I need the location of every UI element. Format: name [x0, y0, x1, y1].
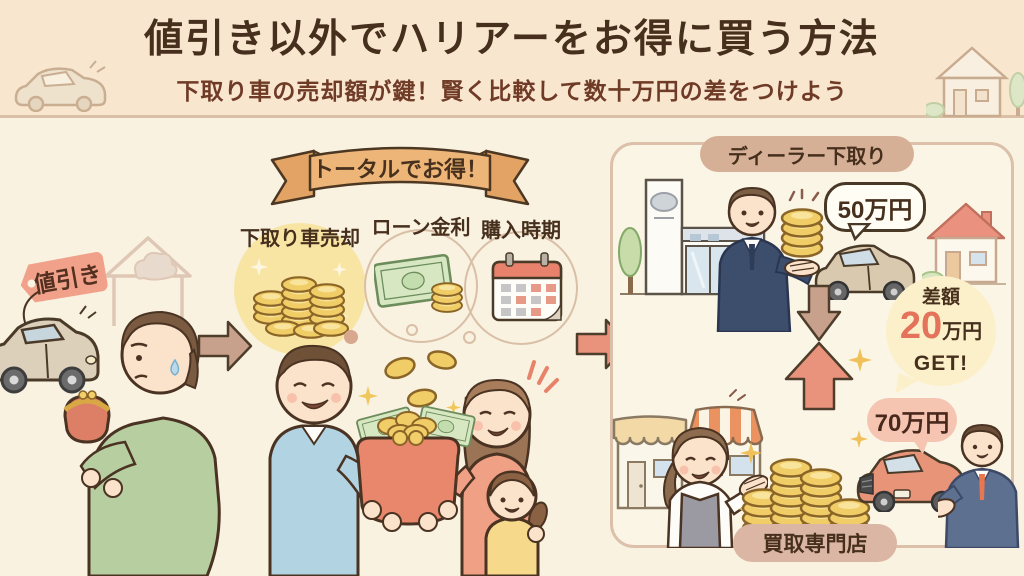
dealer-trade-in-label: ディーラー下取り [700, 136, 914, 172]
coin-stacks-icon [250, 258, 350, 339]
factor-label-timing: 購入時期 [481, 220, 561, 242]
background-house-outline [104, 236, 192, 326]
header-band [0, 0, 1024, 118]
buyback-shop-label: 買取専門店 [733, 524, 897, 562]
dealer-salesman-illustration [716, 186, 824, 332]
sparkle-icon [848, 348, 872, 372]
difference-label: 差額 [921, 286, 960, 308]
dealer-price-bubble: 50万円 [824, 182, 926, 232]
worried-man-illustration [63, 310, 221, 576]
dealer-price-bubble-tail [847, 223, 872, 241]
down-arrow-icon [796, 284, 842, 342]
thought-dot [344, 330, 358, 344]
thought-dot [463, 331, 476, 344]
calendar-icon [491, 252, 563, 322]
family-illustration [268, 344, 559, 576]
header-car-icon [14, 60, 107, 112]
buyback-salesman-illustration [938, 423, 1020, 548]
buyback-car-illustration [856, 449, 966, 512]
factor-label-trade-in: 下取り車売却 [240, 228, 360, 250]
difference-amount: 20 [899, 304, 943, 347]
factor-label-loan: ローン金利 [371, 217, 471, 239]
banknote-icon [374, 253, 463, 313]
factor-bubble-timing [464, 231, 578, 345]
difference-unit: 万円 [942, 320, 983, 343]
house-illustration [922, 202, 1006, 289]
difference-badge: 差額 20万円 GET! [886, 276, 996, 386]
total-banner-ribbon [270, 146, 530, 206]
page-subtitle: 下取り車の売却額が鍵！賢く比較して数十万円の差をつけよう [176, 78, 848, 104]
up-arrow-icon [784, 341, 854, 411]
shop-clerk-illustration [663, 426, 768, 548]
page-title: 値引き以外でハリアーをお得に買う方法 [144, 18, 880, 61]
difference-suffix: GET! [913, 351, 969, 375]
header-house-icon [926, 46, 1024, 118]
total-banner-label: トータルでお得！ [311, 157, 488, 182]
thought-dot [406, 324, 418, 336]
old-car-illustration [0, 305, 100, 394]
shop-price-bubble: 70万円 [867, 398, 957, 442]
